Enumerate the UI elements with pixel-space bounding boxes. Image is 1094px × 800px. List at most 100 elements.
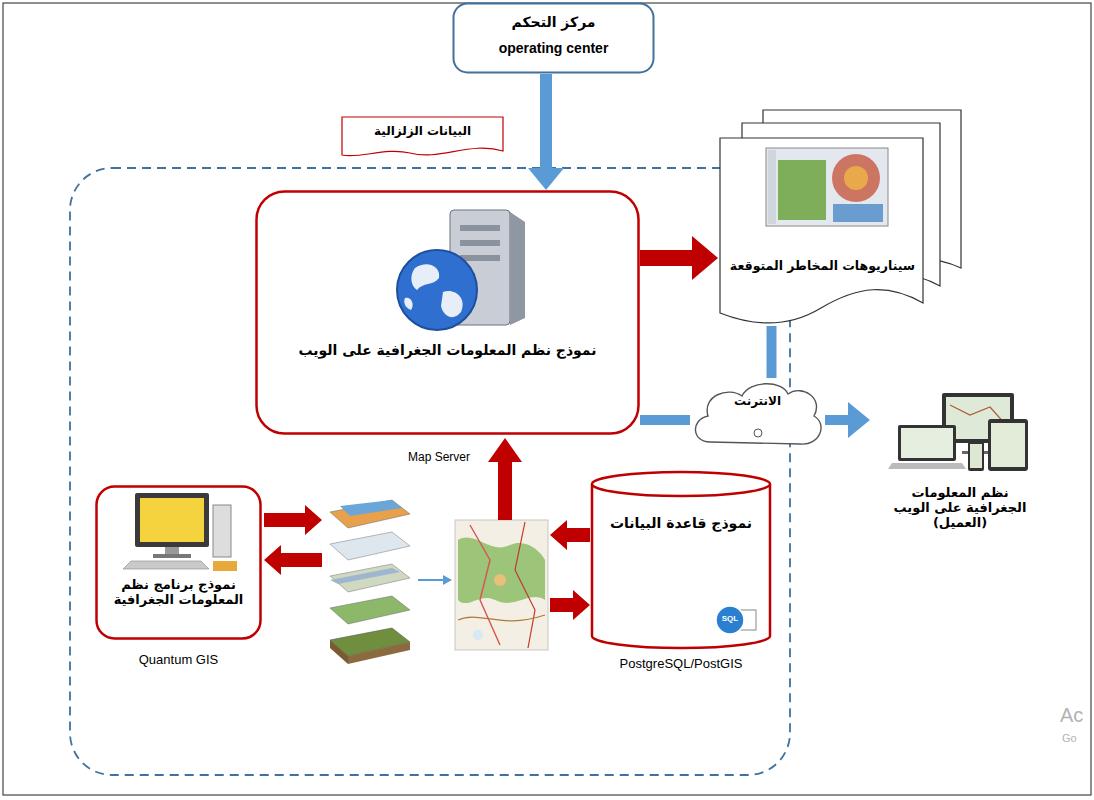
web-gis-server-box-outline: [460, 255, 500, 261]
web-gis-server-box-outline: [441, 291, 463, 317]
node-text: operating center: [452, 40, 655, 56]
desktop-gis-box-outline: [153, 554, 191, 558]
node-text: نموذج نظم المعلومات الجغرافية على الويب: [265, 342, 630, 358]
outer-frame: [3, 3, 1091, 795]
database-cylinder-outline: [592, 472, 770, 496]
client-devices-outline: [968, 441, 984, 471]
database-cylinder-outline: [716, 606, 744, 634]
scenario-pages-outline: [768, 150, 776, 224]
layer-stack: [330, 640, 348, 664]
arrow-head: [848, 402, 870, 438]
layer-stack: [330, 568, 400, 584]
connector-line: [640, 415, 690, 425]
node-text: نموذج برنامج نظم المعلومات الجغرافية: [103, 577, 254, 607]
layer-stack: [348, 642, 410, 664]
connector: [528, 74, 564, 190]
desktop-gis-box-outline: [135, 493, 209, 547]
node-text: البيانات الزلزالية: [344, 124, 501, 138]
data-tag: البيانات الزلزالية: [340, 115, 505, 160]
layer-stack: [330, 564, 410, 592]
control-center-box: مركز التحكم operating center: [452, 2, 655, 74]
client-devices-outline: [988, 419, 1028, 471]
web-gis-server-box-outline: [257, 192, 639, 434]
node-text: نظم المعلومات الجغرافية على الويب (العمي…: [890, 485, 1030, 530]
client-devices-outline: [970, 444, 982, 468]
layer-stack: [340, 500, 402, 516]
scenario-pages-outline: [766, 148, 888, 226]
arrow-head: [528, 168, 564, 190]
web-gis-server-box-outline: [460, 225, 500, 231]
block-arrows: [264, 545, 322, 575]
block-arrows: [418, 579, 444, 581]
block-arrows: [443, 575, 452, 585]
map-image: [494, 574, 506, 586]
web-gis-server-box-outline: [460, 240, 500, 246]
client-devices-outline: [898, 425, 956, 461]
client-devices-outline: [901, 428, 953, 458]
layer-stack: [330, 500, 410, 664]
web-gis-server-box-outline: [255, 190, 640, 435]
desktop-gis-box-outline: [123, 561, 209, 569]
map-image: [455, 520, 548, 650]
node-text: PostgreSQL/PostGIS: [570, 656, 792, 671]
node-text: سيناريوهات المخاطر المتوقعة: [720, 258, 925, 273]
system-boundary: [70, 168, 790, 775]
web-gis-server-box: نموذج نظم المعلومات الجغرافية على الويب: [255, 190, 640, 435]
arrow-head: [692, 236, 718, 280]
block-arrows: [264, 505, 322, 535]
internet-cloud-outline: [695, 384, 821, 444]
internet-cloud: الانترنت: [690, 378, 825, 450]
map-image: [470, 525, 500, 645]
scenario-pages-outline: [778, 160, 826, 220]
client-devices-outline: [991, 423, 1025, 467]
block-arrows: [264, 438, 590, 620]
layer-stack: [330, 500, 410, 528]
desktop-gis-box-outline: [95, 485, 262, 640]
database-cylinder-outline: [590, 470, 772, 650]
connector-line: [767, 326, 777, 378]
node-text: نموذج قاعدة البيانات: [600, 515, 762, 531]
connector: [825, 402, 870, 438]
scenario-pages-outline: [833, 204, 883, 222]
block-arrows: [550, 590, 590, 620]
desktop-gis-box: نموذج برنامج نظم المعلومات الجغرافيةQuan…: [95, 485, 262, 640]
database-cylinder: نموذج قاعدة البياناتSQLPostgreSQL/PostGI…: [590, 470, 772, 650]
block-arrows: [550, 520, 590, 550]
internet-cloud-outline: [754, 429, 762, 437]
internet-cloud-outline: [690, 378, 825, 450]
scenario-pages-outline: [718, 108, 963, 326]
node-text: Quantum GIS: [75, 652, 282, 667]
control-center-box-outline: [454, 4, 654, 73]
control-center-box-outline: [452, 2, 655, 74]
node-text: مركز التحكم: [452, 14, 655, 30]
web-gis-server-box-outline: [510, 212, 525, 325]
database-cylinder-outline: [592, 484, 770, 648]
connector-line: [640, 250, 697, 266]
map-image: [473, 630, 483, 640]
client-devices-outline: [888, 463, 966, 469]
map-image: [455, 520, 548, 650]
desktop-gis-box-outline: [140, 498, 204, 542]
map-image: [458, 538, 545, 604]
connector-line: [540, 74, 552, 172]
interface-label: Map Server: [408, 450, 470, 464]
block-arrows: [488, 438, 522, 520]
desktop-gis-box-outline: [213, 561, 237, 571]
watermark: Go: [1062, 732, 1077, 744]
connector: [640, 236, 718, 280]
client-devices: نظم المعلومات الجغرافية على الويب (العمي…: [870, 385, 1050, 550]
connector: [771, 326, 772, 378]
web-gis-server-box-outline: [397, 250, 477, 330]
data-tag-outline: [342, 117, 503, 156]
layer-stack: [330, 596, 410, 624]
scenario-pages-outline: [720, 138, 923, 323]
layer-stack: [330, 532, 410, 560]
desktop-gis-box-outline: [165, 547, 179, 554]
map-image: [458, 615, 545, 621]
desktop-gis-box-outline: [97, 487, 261, 639]
watermark: Ac: [1060, 704, 1083, 727]
connector: [640, 420, 690, 421]
node-text: الانترنت: [720, 394, 795, 408]
web-gis-server-box-outline: [411, 264, 439, 290]
